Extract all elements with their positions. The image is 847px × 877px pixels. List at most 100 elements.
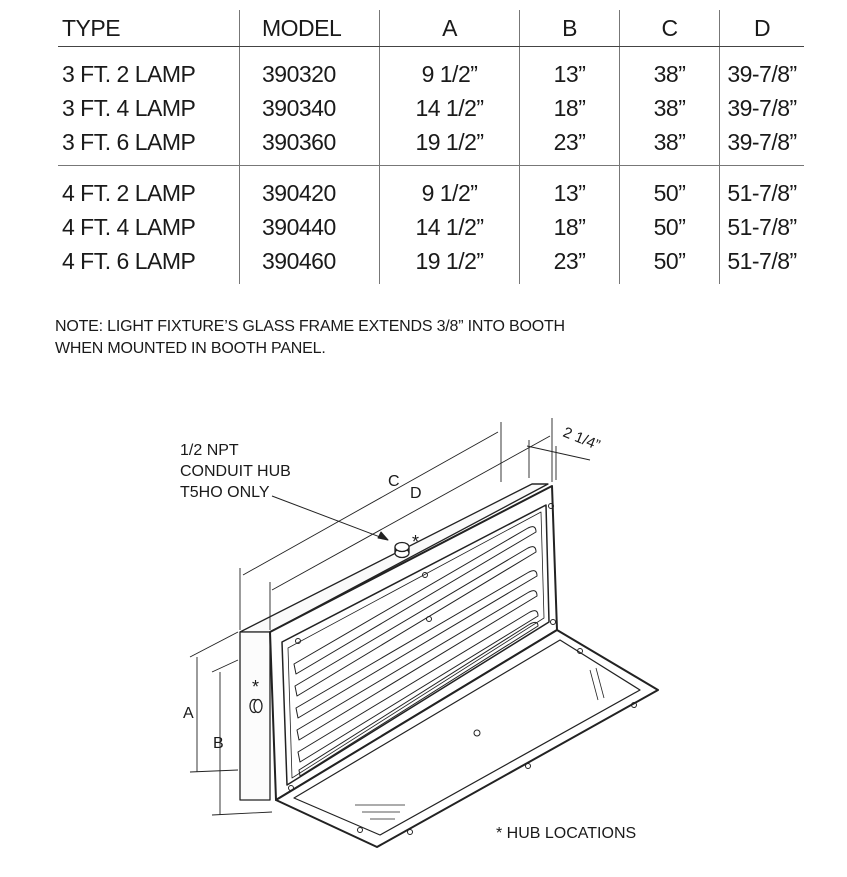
dim-b-label: B (213, 735, 224, 752)
conduit-hubs (249, 541, 410, 714)
dim-c-line (242, 431, 499, 576)
dimension-lines (189, 418, 591, 816)
dim-b-ext (211, 659, 239, 673)
screw-icon (295, 638, 301, 644)
frame-inner-2 (287, 511, 545, 779)
cell-model: 390440 (239, 210, 380, 244)
hub-locations-legend: * HUB LOCATIONS (496, 825, 636, 842)
header-c: C (619, 10, 720, 47)
lamp-tubes (293, 526, 539, 777)
table-row: 3 FT. 6 LAMP 390360 19 1/2” 23” 38” 39-7… (58, 125, 804, 166)
cell-d: 51-7/8” (719, 165, 804, 210)
hub-label-line-3: T5HO ONLY (180, 484, 270, 501)
lamp-tube (294, 546, 537, 697)
header-a: A (379, 10, 520, 47)
top-hub-marker: * (412, 532, 419, 552)
cell-model: 390340 (239, 91, 380, 125)
cell-d: 51-7/8” (719, 210, 804, 244)
diagram-labels: 1/2 NPT CONDUIT HUB T5HO ONLY C D 2 1/4”… (180, 424, 636, 842)
header-b: B (519, 10, 620, 47)
cell-type: 3 FT. 6 LAMP (58, 125, 240, 166)
housing-end-face (239, 631, 271, 801)
dim-depth-line (526, 445, 591, 461)
cell-d: 51-7/8” (719, 244, 804, 284)
table-row: 4 FT. 4 LAMP 390440 14 1/2” 18” 50” 51-7… (58, 210, 804, 244)
header-type: TYPE (58, 10, 240, 47)
open-door-panel (275, 629, 659, 848)
cell-c: 38” (619, 46, 720, 91)
table-row: 4 FT. 6 LAMP 390460 19 1/2” 23” 50” 51-7… (58, 244, 804, 284)
cell-d: 39-7/8” (719, 125, 804, 166)
cell-a: 9 1/2” (379, 165, 520, 210)
lamp-tube (296, 590, 538, 741)
screw-icon (426, 616, 432, 622)
screw-icon (407, 829, 413, 835)
cell-type: 4 FT. 4 LAMP (62, 213, 196, 240)
hub-label-line-1: 1/2 NPT (180, 442, 239, 459)
lamp-tube (295, 570, 538, 719)
door-inner (293, 639, 641, 836)
cell-b: 18” (519, 91, 620, 125)
cell-c: 38” (619, 125, 720, 166)
cell-c: 38” (619, 91, 720, 125)
dim-d-label: D (410, 485, 422, 502)
hub-leader (271, 495, 389, 541)
cell-a: 19 1/2” (379, 125, 520, 166)
cell-c: 50” (619, 165, 720, 210)
screw-icon (288, 785, 294, 791)
top-hub-icon (394, 541, 410, 553)
lamp-tube (293, 526, 537, 675)
table-row: 3 FT. 2 LAMP 390320 9 1/2” 13” 38” 39-7/… (58, 46, 804, 91)
note-line-1: NOTE: LIGHT FIXTURE’S GLASS FRAME EXTEND… (55, 318, 565, 335)
cell-b: 23” (519, 244, 620, 284)
spec-table: TYPE MODEL A B C D 3 FT. 2 LAMP 390320 9… (58, 10, 804, 284)
hub-leader-line (271, 495, 389, 541)
cell-type: 4 FT. 6 LAMP (62, 247, 196, 274)
cell-a: 14 1/2” (379, 210, 520, 244)
cell-b: 13” (519, 165, 620, 210)
fixture-housing (239, 483, 549, 801)
screw-icon (550, 619, 556, 625)
header-d: D (719, 10, 804, 47)
dim-a-ext (189, 631, 239, 658)
cell-type: 3 FT. 2 LAMP (62, 60, 196, 87)
cell-a: 14 1/2” (379, 91, 520, 125)
cell-b: 18” (519, 210, 620, 244)
screw-icon (631, 702, 637, 708)
lamp-tube (297, 610, 539, 763)
dim-d-line (271, 435, 551, 591)
door-reflection (595, 667, 605, 699)
cell-c: 50” (619, 244, 720, 284)
cell-type: 3 FT. 4 LAMP (62, 94, 196, 121)
cell-b: 13” (519, 46, 620, 91)
frame-inner (281, 504, 550, 786)
hub-leader-arrowhead (377, 531, 389, 541)
mounting-note: NOTE: LIGHT FIXTURE’S GLASS FRAME EXTEND… (55, 316, 565, 360)
note-line-2: WHEN MOUNTED IN BOOTH PANEL. (55, 340, 326, 357)
cell-a: 19 1/2” (379, 244, 520, 284)
cell-model: 390460 (239, 244, 380, 284)
cell-type: 4 FT. 2 LAMP (62, 179, 196, 206)
lamp-tube (298, 621, 539, 777)
dim-a-label: A (183, 705, 194, 722)
screw-icon (357, 827, 363, 833)
dim-depth-label: 2 1/4” (561, 424, 603, 454)
screw-icon (548, 503, 554, 509)
cell-model: 390360 (239, 125, 380, 166)
door-reflection (589, 669, 599, 701)
table-row: 3 FT. 4 LAMP 390340 14 1/2” 18” 38” 39-7… (58, 91, 804, 125)
cell-d: 39-7/8” (719, 46, 804, 91)
cell-a: 9 1/2” (379, 46, 520, 91)
screw-icon (577, 648, 583, 654)
cell-d: 39-7/8” (719, 91, 804, 125)
screw-icon (422, 572, 428, 578)
screw-icon (473, 729, 481, 737)
header-model: MODEL (239, 10, 380, 47)
cell-c: 50” (619, 210, 720, 244)
dim-c-label: C (388, 473, 400, 490)
side-hub-icon (253, 698, 263, 714)
hub-label-line-2: CONDUIT HUB (180, 463, 291, 480)
table-header-row: TYPE MODEL A B C D (58, 10, 804, 47)
dim-a-ext (189, 769, 239, 773)
